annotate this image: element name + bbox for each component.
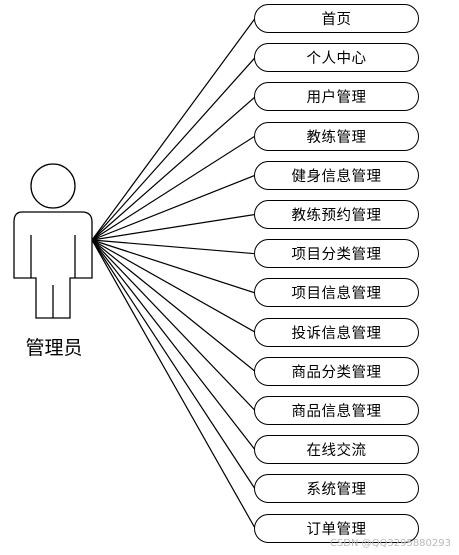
association-line [91, 213, 256, 241]
association-line [91, 239, 256, 411]
watermark: CSDN @QQ3295880293 [329, 538, 451, 549]
use-case-node: 商品分类管理 [254, 356, 419, 386]
use-case-node: 用户管理 [254, 82, 419, 112]
use-case-node: 订单管理 [254, 513, 419, 543]
association-line [91, 135, 256, 241]
association-line [91, 96, 256, 241]
association-lines [91, 18, 256, 529]
actor-figure [13, 163, 93, 319]
use-case-node: 首页 [254, 4, 419, 33]
association-line [91, 57, 256, 241]
use-case-node: 健身信息管理 [254, 160, 419, 190]
use-case-node: 商品信息管理 [254, 396, 419, 425]
association-line [91, 174, 256, 241]
use-case-node: 在线交流 [254, 435, 419, 465]
actor-head [30, 163, 76, 209]
use-case-node: 项目分类管理 [254, 239, 419, 269]
use-case-node: 投诉信息管理 [254, 317, 419, 347]
association-line [91, 239, 256, 255]
association-line [91, 239, 256, 372]
use-case-node: 项目信息管理 [254, 278, 419, 308]
actor-body [13, 211, 93, 319]
association-line [91, 239, 256, 529]
association-line [91, 239, 256, 490]
use-case-node: 教练预约管理 [254, 200, 419, 229]
association-line [91, 239, 256, 451]
association-line [91, 239, 256, 333]
actor-label: 管理员 [25, 337, 83, 359]
association-line [91, 18, 256, 241]
association-line [91, 239, 256, 294]
use-case-node: 系统管理 [254, 474, 419, 504]
use-case-node: 教练管理 [254, 121, 419, 151]
use-case-node: 个人中心 [254, 43, 419, 73]
